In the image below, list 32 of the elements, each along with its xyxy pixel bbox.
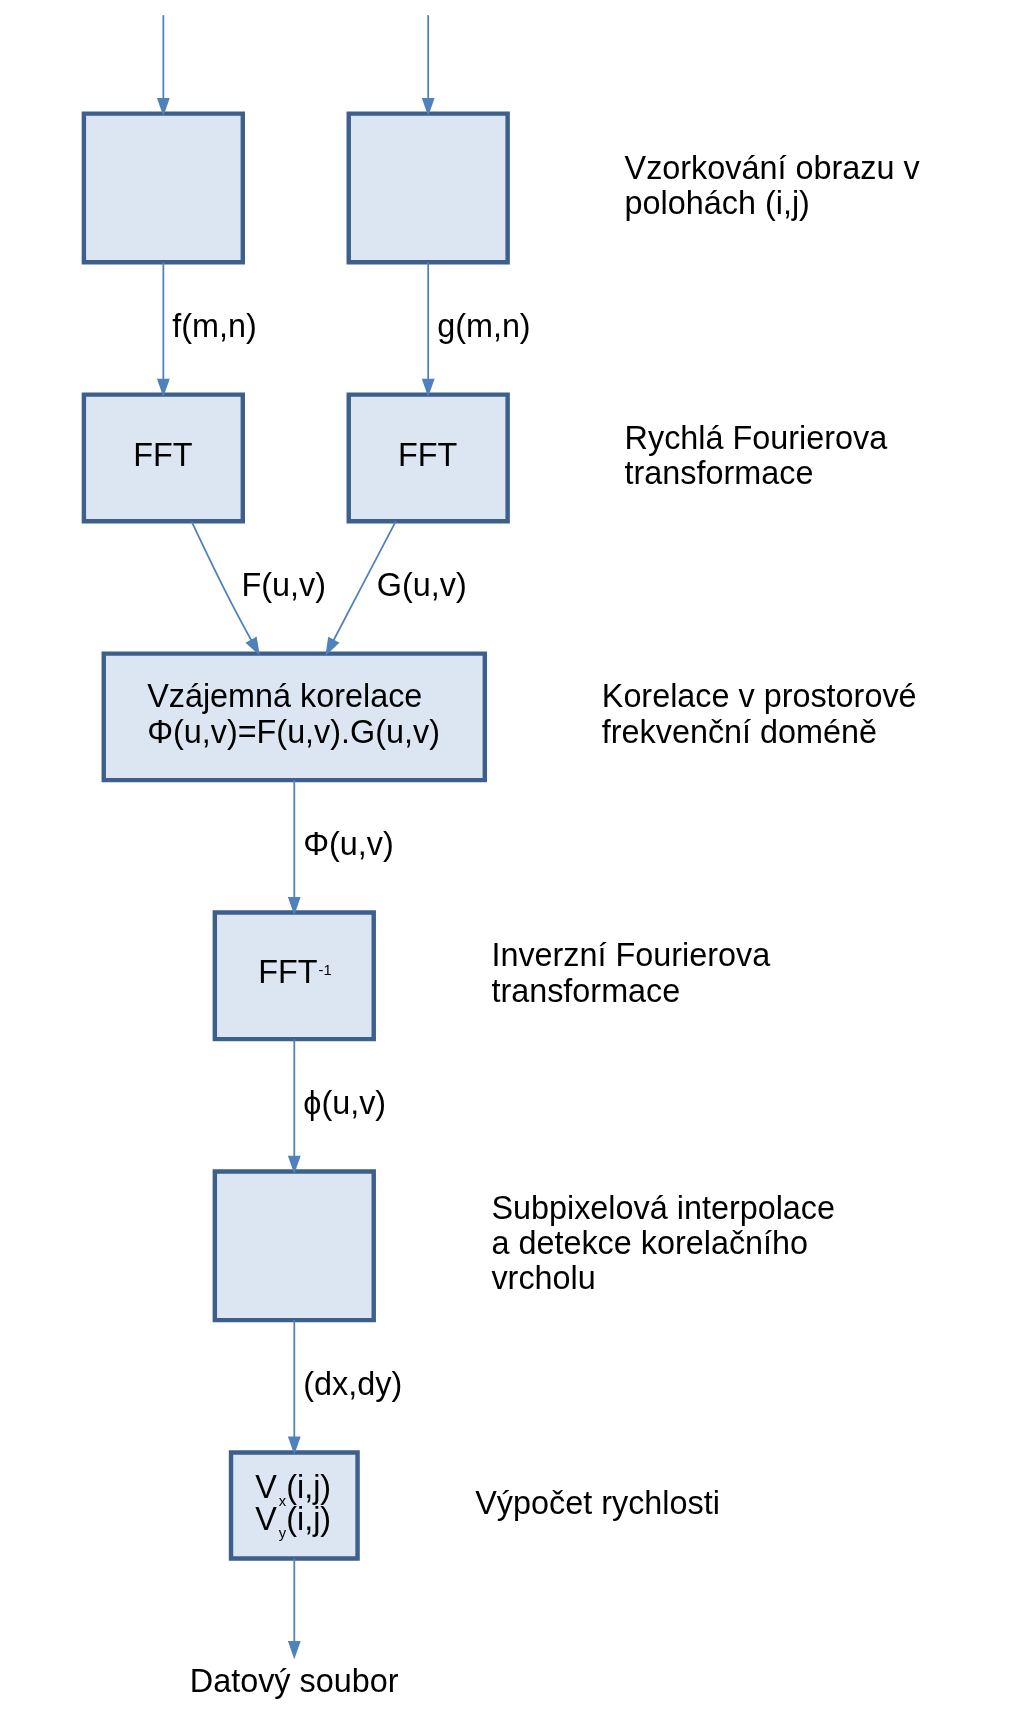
arrow (421, 14, 435, 117)
node-box: FFT (346, 392, 510, 524)
node-label: Subpixelová interpolace a detekce korelačního vrcholu (490, 1189, 835, 1297)
arrow (287, 779, 301, 916)
edge-label: (dx,dy) (302, 1365, 402, 1402)
edge-label: G(u,v) (376, 566, 467, 603)
arrow (287, 1557, 301, 1660)
node-box: FFT (81, 392, 245, 524)
node-box (81, 111, 245, 265)
arrow (421, 261, 435, 398)
node-label: Inverzní Fourierova transformace (490, 937, 770, 1009)
node-label: Výpočet rychlosti (474, 1484, 720, 1521)
arrow (156, 261, 170, 398)
edge-label: ϕ(u,v) (302, 1084, 386, 1121)
node-label: Vzorkování obrazu v polohách (i,j) (624, 149, 920, 221)
node-box: Vzájemná korelace Φ(u,v)=F(u,v).G(u,v) (101, 651, 487, 783)
node-label: Rychlá Fourierova transformace (624, 419, 887, 491)
node-box: FFT$^{-1}$ (212, 910, 376, 1042)
node-box (212, 1169, 376, 1323)
edge-label: g(m,n) (436, 307, 531, 344)
arrow (190, 520, 260, 656)
arrow (156, 14, 170, 117)
arrow (324, 520, 397, 656)
arrow (287, 1319, 301, 1455)
arrow (287, 1038, 301, 1175)
edge-label: f(m,n) (171, 307, 257, 344)
edge-label: Φ(u,v) (302, 825, 394, 862)
node-box (346, 111, 510, 265)
edge-label: F(u,v) (240, 566, 326, 603)
node-box: V$_{x}$(i,j) V$_{y}$(i,j) (228, 1450, 360, 1561)
node-text: Datový soubor (189, 1662, 398, 1699)
node-label: Korelace v prostorové frekvenční doméně (601, 678, 917, 750)
